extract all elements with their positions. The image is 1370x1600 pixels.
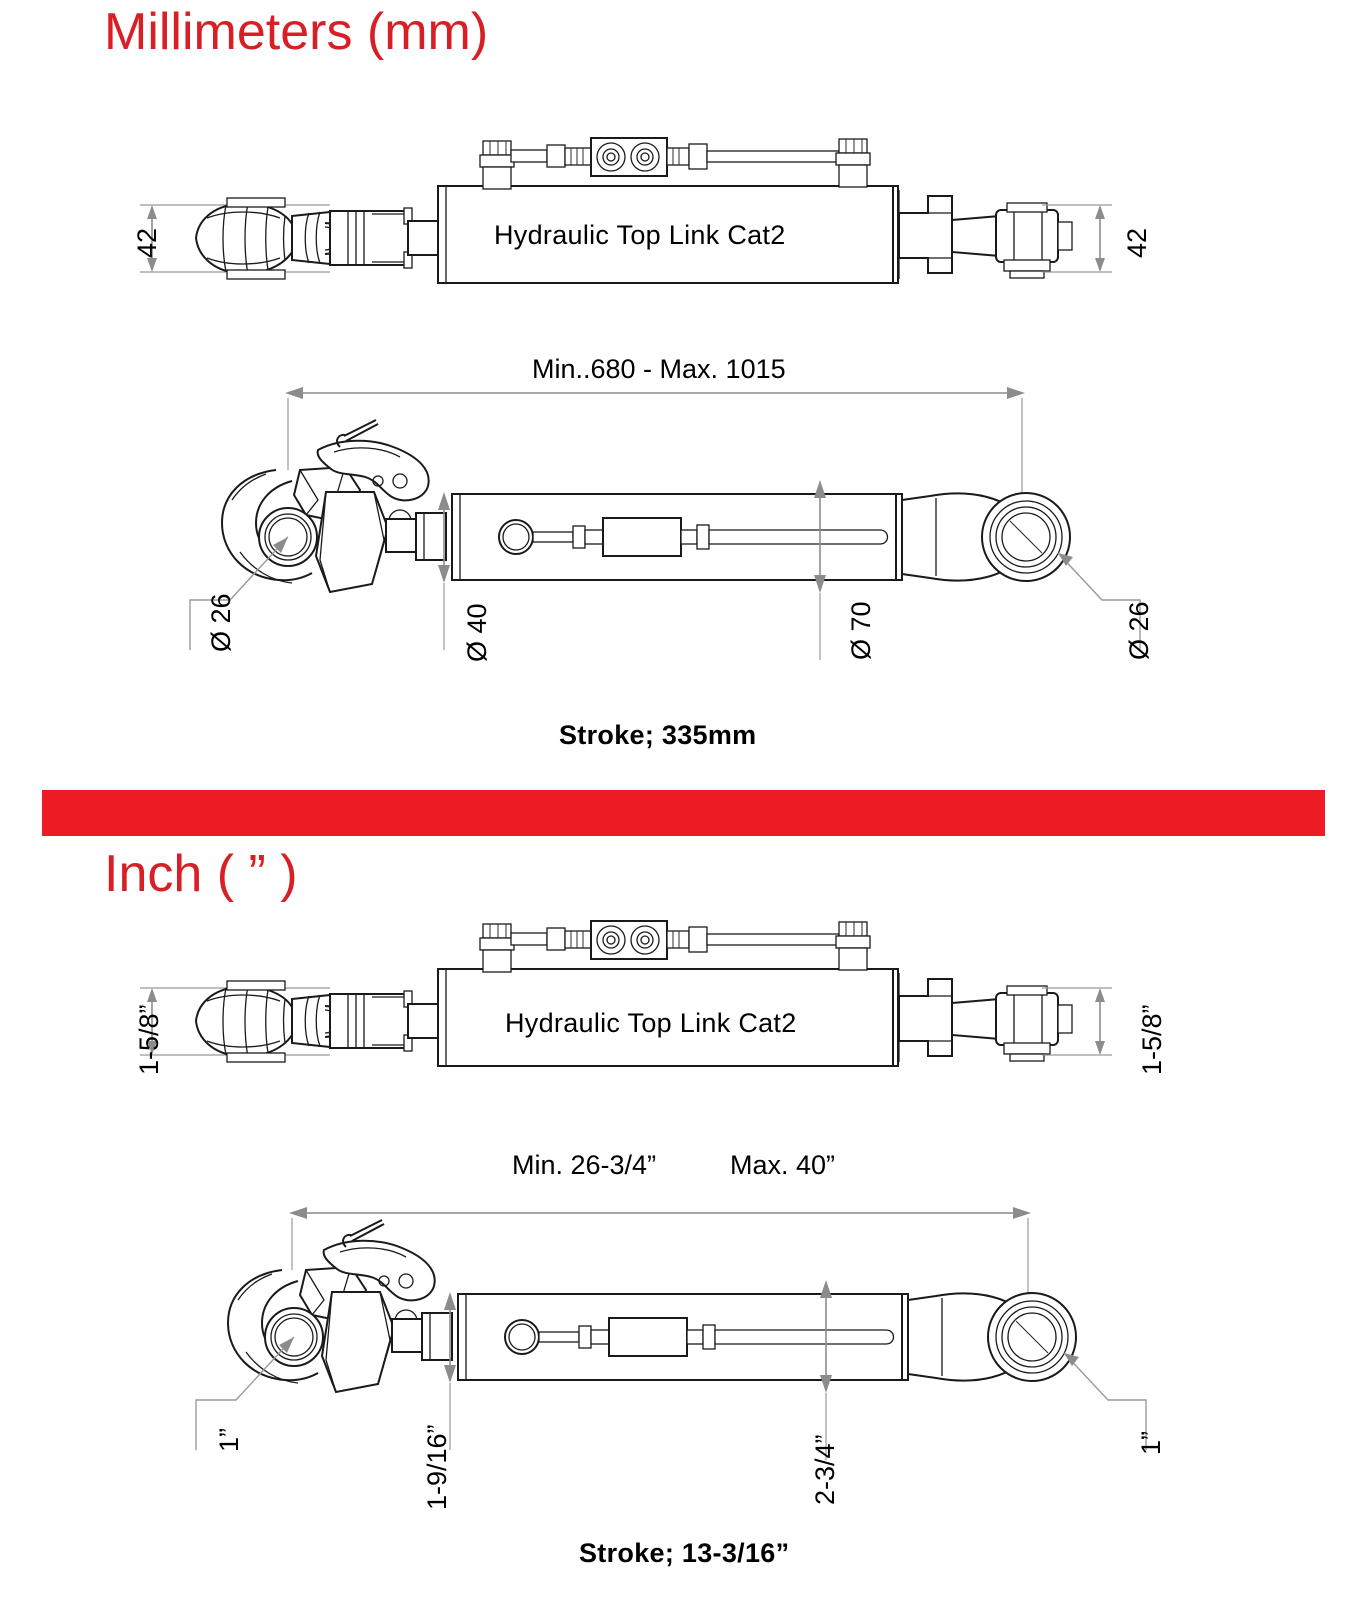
mm-rod-diameter-label: Ø 40 — [462, 603, 492, 662]
inch-overall-length-dimension — [289, 1207, 1031, 1300]
mm-product-label: Hydraulic Top Link Cat2 — [494, 220, 786, 250]
inch-eye-end-extended — [907, 1292, 1077, 1382]
mm-right-height-dimension — [1042, 204, 1112, 273]
inch-bore-leaders — [195, 1336, 1147, 1450]
mm-right-height-label: 42 — [1122, 227, 1152, 258]
mm-left-height-dimension — [140, 204, 330, 273]
inch-cylinder-barrel-extended — [457, 1293, 909, 1381]
inch-left-height-label: 1-5/8” — [134, 1004, 164, 1075]
inch-hook-head — [226, 1219, 453, 1394]
mm-bore-diameter-label: Ø 70 — [846, 601, 876, 660]
mm-hook-head — [220, 419, 447, 594]
inch-hydraulic-hose-assembly — [479, 920, 871, 973]
inch-bore-diameter-dimension — [820, 1280, 832, 1460]
mm-eye-end-retracted — [898, 195, 1073, 279]
inch-retracted-view — [140, 920, 1112, 1067]
inch-hook-end-retracted — [194, 980, 441, 1063]
section-title-millimeters: Millimeters (mm) — [104, 3, 489, 61]
mm-bore-diameter-dimension — [814, 480, 826, 660]
mm-bore-leaders — [189, 536, 1141, 650]
inch-eye-end-retracted — [898, 978, 1073, 1062]
inch-bore-diameter-label: 2-3/4” — [810, 1434, 840, 1505]
mm-stroke-label: Stroke; 335mm — [559, 720, 757, 750]
mm-extended-view — [189, 387, 1141, 660]
inch-extended-view — [195, 1207, 1147, 1460]
inch-hook-pin-bore-label: 1” — [214, 1427, 244, 1452]
red-divider-bar — [42, 790, 1325, 836]
mm-overall-length-dimension — [285, 387, 1025, 500]
mm-rod-diameter-dimension — [438, 492, 450, 650]
inch-right-height-label: 1-5/8” — [1137, 1004, 1167, 1075]
mm-hydraulic-hose-assembly — [479, 137, 871, 190]
inch-left-height-dimension — [140, 987, 330, 1056]
mm-eye-end-extended — [901, 492, 1071, 582]
mm-cylinder-barrel-extended — [451, 493, 903, 581]
section-title-inch: Inch ( ” ) — [104, 845, 298, 903]
mm-eye-bore-label: Ø 26 — [1124, 601, 1154, 660]
inch-overall-length-min-label: Min. 26-3/4” — [512, 1150, 657, 1180]
mm-hook-end-retracted — [194, 197, 441, 280]
inch-stroke-label: Stroke; 13-3/16” — [579, 1538, 790, 1568]
inch-right-height-dimension — [1042, 987, 1112, 1056]
mm-overall-length-label: Min..680 - Max. 1015 — [532, 354, 786, 384]
mm-hook-pin-bore-label: Ø 26 — [206, 593, 236, 652]
mm-retracted-view — [140, 137, 1112, 284]
inch-overall-length-max-label: Max. 40” — [730, 1150, 836, 1180]
inch-eye-bore-label: 1” — [1136, 1430, 1166, 1455]
mm-left-height-label: 42 — [132, 227, 162, 258]
inch-rod-diameter-label: 1-9/16” — [422, 1424, 452, 1510]
inch-product-label: Hydraulic Top Link Cat2 — [505, 1008, 797, 1038]
